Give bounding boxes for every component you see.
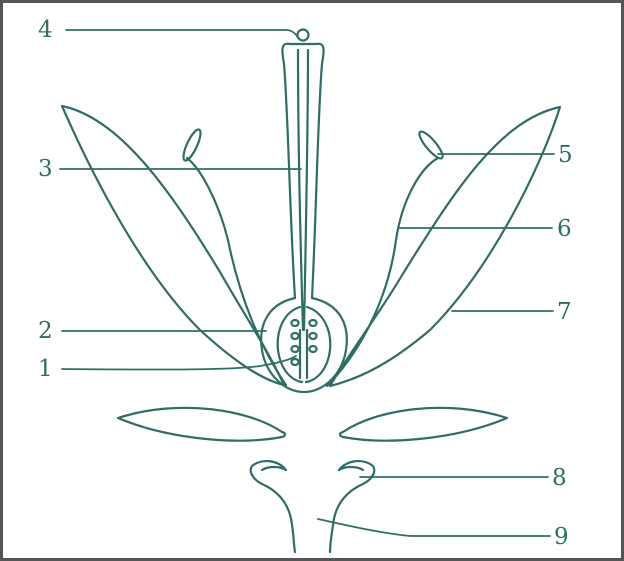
label-7: 7 <box>557 299 572 325</box>
receptacle-inner-left <box>262 467 286 470</box>
label-4: 4 <box>38 17 53 43</box>
receptacle-right <box>330 461 374 552</box>
label-3: 3 <box>38 156 53 182</box>
filament-right <box>327 158 438 386</box>
style-canal <box>298 50 308 330</box>
receptacle-left <box>251 461 295 552</box>
stigma <box>298 30 309 41</box>
filament-left <box>187 158 286 385</box>
sepal-left <box>118 408 285 441</box>
label-9: 9 <box>554 524 569 550</box>
anther-right <box>416 129 446 161</box>
label-6: 6 <box>557 216 572 242</box>
label-1: 1 <box>38 356 53 382</box>
receptacle-inner-right <box>339 467 363 470</box>
sepal-right <box>340 408 507 441</box>
label-8: 8 <box>552 465 567 491</box>
label-2: 2 <box>38 318 53 344</box>
anther-left <box>180 127 203 162</box>
petal-left <box>62 106 284 385</box>
petal-right <box>330 107 560 386</box>
style-outer <box>282 44 323 298</box>
label-5: 5 <box>558 142 573 168</box>
ovary-septum <box>300 330 307 378</box>
